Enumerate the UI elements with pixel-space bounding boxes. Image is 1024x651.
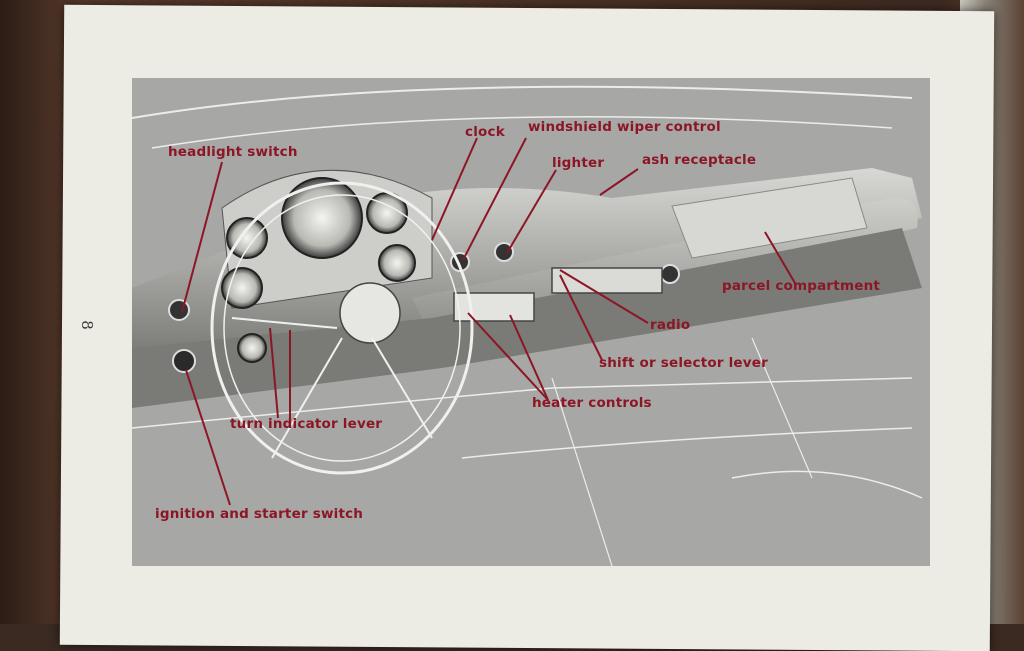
clock-label: clock <box>465 124 505 140</box>
ignition-starter-switch-label: ignition and starter switch <box>155 506 364 522</box>
headlight-switch-label: headlight switch <box>168 144 298 160</box>
lighter-label: lighter <box>552 155 605 171</box>
turn-indicator-lever-label: turn indicator lever <box>230 416 383 432</box>
heater-controls-label: heater controls <box>532 395 652 411</box>
dashboard-illustration <box>132 78 930 566</box>
page-number: 8 <box>77 320 96 330</box>
radio-label: radio <box>650 317 691 333</box>
ash-receptacle-label: ash receptacle <box>642 152 757 168</box>
shift-selector-lever-label: shift or selector lever <box>599 355 768 371</box>
parcel-compartment-label: parcel compartment <box>722 278 881 294</box>
windshield-wiper-control-label: windshield wiper control <box>528 119 721 135</box>
dashboard-drawing <box>132 78 930 566</box>
